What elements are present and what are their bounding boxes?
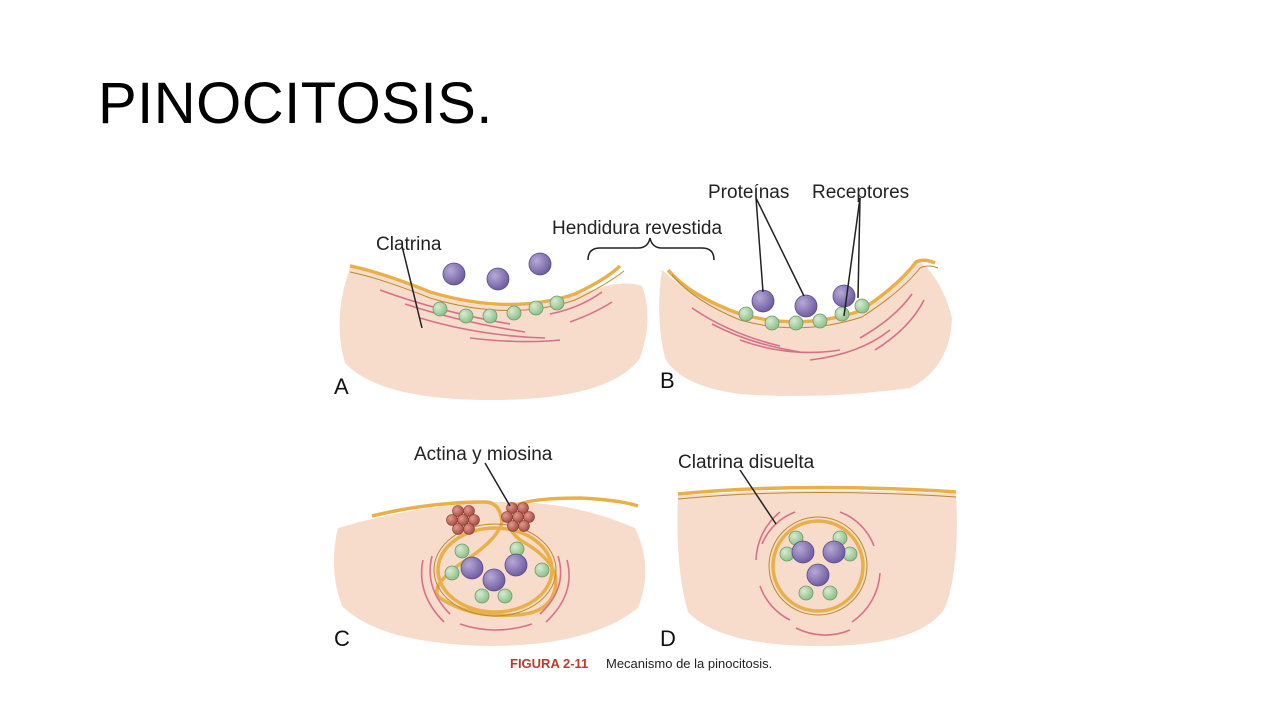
- panel-letter-c: C: [334, 626, 350, 651]
- panel-b: Proteínas Receptores B: [659, 182, 952, 396]
- label-proteinas: Proteínas: [708, 182, 789, 203]
- clatrina-disuelta-pointer: [739, 469, 777, 525]
- proteins-d: [791, 540, 846, 587]
- label-clatrina-disuelta: Clatrina disuelta: [678, 452, 815, 473]
- panel-letter-b: B: [660, 368, 675, 393]
- actin-myosin-left: [446, 505, 480, 535]
- label-hendidura: Hendidura revestida: [552, 218, 722, 239]
- clathrin-lines-d: [755, 511, 881, 636]
- slide-title: PINOCITOSIS.: [98, 71, 493, 136]
- receptors-a: [432, 295, 565, 324]
- proteins-b: [751, 284, 856, 318]
- coated-pit-brace: [587, 237, 715, 261]
- clathrin-lines-b: [691, 293, 925, 361]
- clatrina-pointer: [401, 245, 423, 329]
- actina-pointer: [484, 462, 511, 507]
- panel-letter-d: D: [660, 626, 676, 651]
- receptors-c: [444, 541, 550, 604]
- clathrin-lines-c: [420, 555, 570, 631]
- proteins-a: [442, 252, 552, 291]
- label-clatrina: Clatrina: [376, 234, 442, 255]
- actin-myosin-right: [501, 502, 535, 532]
- label-receptores: Receptores: [812, 182, 909, 203]
- panel-c: Actina y miosina C: [333, 444, 646, 651]
- panel-a: Clatrina A: [334, 234, 648, 400]
- panel-d: Clatrina disuelta D: [660, 452, 957, 651]
- vesicle-membrane-c: [436, 526, 554, 614]
- label-actina: Actina y miosina: [414, 444, 553, 465]
- pinocytosis-figure: Clatrina A Hendidura revestida: [333, 182, 957, 671]
- panel-letter-a: A: [334, 374, 349, 399]
- b-pointers: [755, 197, 861, 317]
- caption-text: Mecanismo de la pinocitosis.: [606, 656, 772, 671]
- membrane-a: [349, 264, 622, 307]
- membrane-d: [677, 485, 957, 496]
- caption-number: FIGURA 2-11: [510, 656, 588, 671]
- vesicle-membrane-d: [771, 519, 865, 613]
- proteins-c: [460, 553, 528, 592]
- receptors-b: [738, 298, 870, 331]
